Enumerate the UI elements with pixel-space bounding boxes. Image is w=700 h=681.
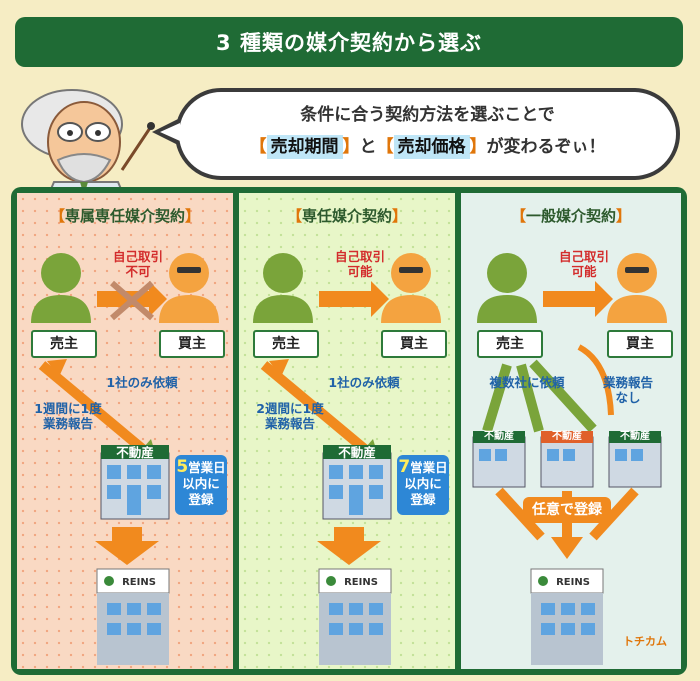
bracket-open: 【: [376, 137, 394, 157]
agency-sign-1: 不動産: [484, 431, 514, 442]
panel-general: 【一般媒介契約】: [461, 193, 681, 669]
panel-3-graphics: [472, 253, 667, 665]
panel-1-graphics: [31, 253, 219, 665]
multiple-companies-note: 複数社に依頼: [489, 375, 565, 390]
report-frequency: 業務報告 なし: [602, 375, 653, 405]
panel-title: 【専任媒介契約】: [286, 207, 408, 225]
bubble-tail-inner: [160, 123, 180, 141]
reins-logo: REINS: [344, 577, 378, 588]
bubble-ending: が変わるぞぃ！: [486, 137, 606, 157]
bubble-line-2: 【売却期間】と【売却価格】が変わるぞぃ！: [179, 132, 676, 159]
report-frequency: 1週間に1度 業務報告: [34, 401, 102, 431]
one-company-note: 1社のみ依頼: [106, 375, 178, 390]
speech-bubble: 条件に合う契約方法を選ぶことで 【売却期間】と【売却価格】が変わるぞぃ！: [175, 88, 680, 180]
bubble-line-1: 条件に合う契約方法を選ぶことで: [300, 105, 555, 125]
bracket-open: 【: [249, 137, 267, 157]
self-trade-note: 自己取引 可能: [334, 249, 385, 279]
contract-panels: 【専属専任媒介契約】: [11, 187, 687, 675]
registration-deadline: 7営業日 以内に 登録: [397, 455, 449, 515]
panel-2-graphics: [253, 253, 441, 665]
seller-label: 売主: [253, 330, 319, 358]
self-trade-note: 自己取引 不可: [112, 249, 163, 279]
agency-sign: 不動産: [116, 445, 154, 460]
bracket-close: 】: [342, 137, 360, 157]
registration-deadline: 5営業日 以内に 登録: [175, 455, 227, 515]
brand-logo: トチカム: [623, 635, 667, 648]
one-company-note: 1社のみ依頼: [328, 375, 400, 390]
panel-title: 【専属専任媒介契約】: [49, 207, 201, 225]
term-sale-price: 売却価格: [393, 135, 470, 159]
panel-exclusive: 【専任媒介契約】 自己取引 可能 売主: [239, 193, 455, 669]
term-sale-period: 売却期間: [266, 135, 343, 159]
agency-sign-3: 不動産: [620, 431, 650, 442]
panel-title: 【一般媒介契約】: [510, 207, 632, 225]
reins-logo: REINS: [556, 577, 590, 588]
buyer-label: 買主: [381, 330, 447, 358]
report-frequency: 2週間に1度 業務報告: [256, 401, 324, 431]
seller-label: 売主: [477, 330, 543, 358]
reins-logo: REINS: [122, 577, 156, 588]
bracket-close: 】: [469, 137, 487, 157]
buyer-label: 買主: [159, 330, 225, 358]
seller-label: 売主: [31, 330, 97, 358]
buyer-label: 買主: [607, 330, 673, 358]
panel-exclusive-dedicated: 【専属専任媒介契約】: [17, 193, 233, 669]
self-trade-note: 自己取引 可能: [558, 249, 609, 279]
page-title: 3 種類の媒介契約から選ぶ: [15, 17, 683, 67]
optional-registration: 任意で登録: [523, 497, 611, 523]
bubble-conjunction: と: [359, 137, 377, 157]
agency-sign-2: 不動産: [552, 431, 582, 442]
agency-sign: 不動産: [338, 445, 376, 460]
